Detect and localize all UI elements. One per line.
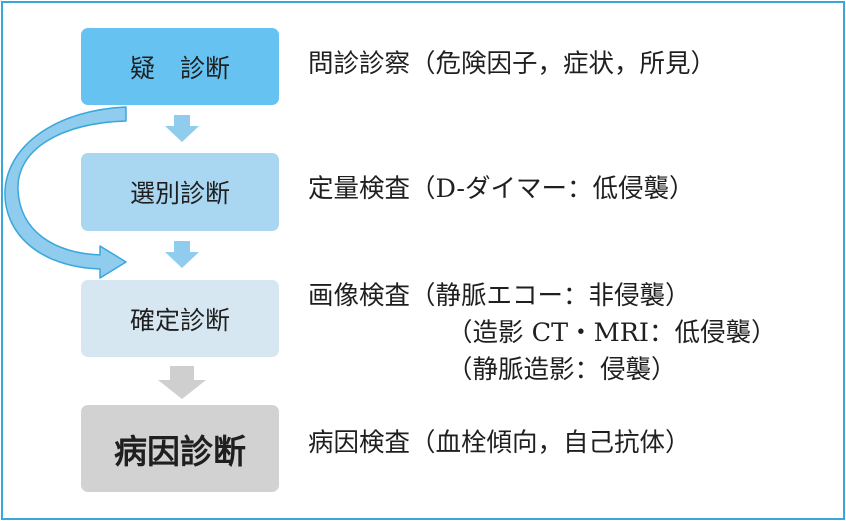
step-box-etiologic-diagnosis: 病因診断: [81, 405, 279, 492]
step-label: 確定診断: [129, 305, 230, 335]
step-detail-3-line-2: （造影 CT・MRI：低侵襲）: [447, 318, 777, 348]
step-label: 疑 診断: [129, 53, 230, 83]
down-arrow-2: [165, 241, 199, 268]
step-label: 病因診断: [114, 431, 246, 471]
step-detail-1: 問診診察（危険因子，症状，所見）: [308, 49, 717, 79]
curved-skip-arrow: [4, 106, 127, 279]
step-box-definitive-diagnosis: 確定診断: [81, 280, 279, 357]
down-arrow-3: [158, 366, 206, 399]
step-label: 選別診断: [129, 179, 230, 208]
step-detail-4: 病因検査（血栓傾向，自己抗体）: [308, 428, 691, 458]
step-detail-3-line-3: （静脈造影：侵襲）: [447, 355, 677, 385]
step-box-screening-diagnosis: 選別診断: [81, 153, 279, 231]
step-detail-2: 定量検査（D-ダイマー：低侵襲）: [308, 174, 695, 204]
step-detail-3-line-1: 画像検査（静脈エコー：非侵襲）: [308, 281, 691, 311]
step-box-suspected-diagnosis: 疑 診断: [81, 28, 279, 105]
down-arrow-1: [165, 115, 199, 142]
